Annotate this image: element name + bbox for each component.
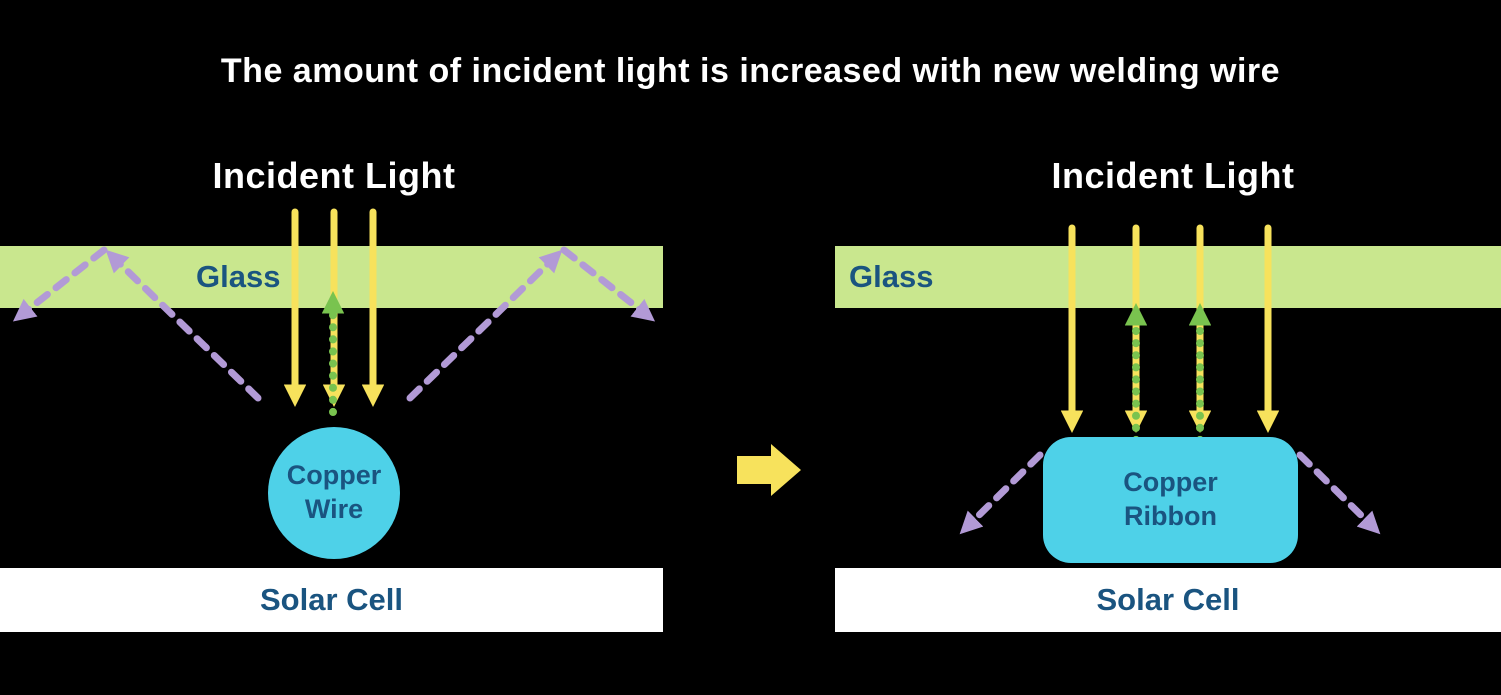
incident-light-label-left: Incident Light [212,155,456,196]
copper-wire-label: Copper Wire [286,460,382,524]
transition-arrow [737,444,801,496]
glass-pane-right [835,246,1501,308]
glass-pane-left [0,246,663,308]
copper-ribbon: Copper Ribbon [1043,437,1298,563]
solar-cell-label-left: Solar Cell [260,582,403,617]
solar-cell-label-right: Solar Cell [1096,582,1240,617]
glass-label-right: Glass [849,259,934,294]
solar-cell-right: Solar Cell [835,568,1501,632]
glass-label-left: Glass [196,259,281,294]
incident-light-label-right: Incident Light [1051,155,1295,196]
diagram-title: The amount of incident light is increase… [220,52,1281,90]
copper-wire: Copper Wire [268,427,400,559]
redirected-ray-right-left [959,451,1044,535]
copper-ribbon-label: Copper Ribbon [1123,467,1218,531]
solar-cell-left: Solar Cell [0,568,663,632]
redirected-ray-right-right [1296,451,1381,535]
